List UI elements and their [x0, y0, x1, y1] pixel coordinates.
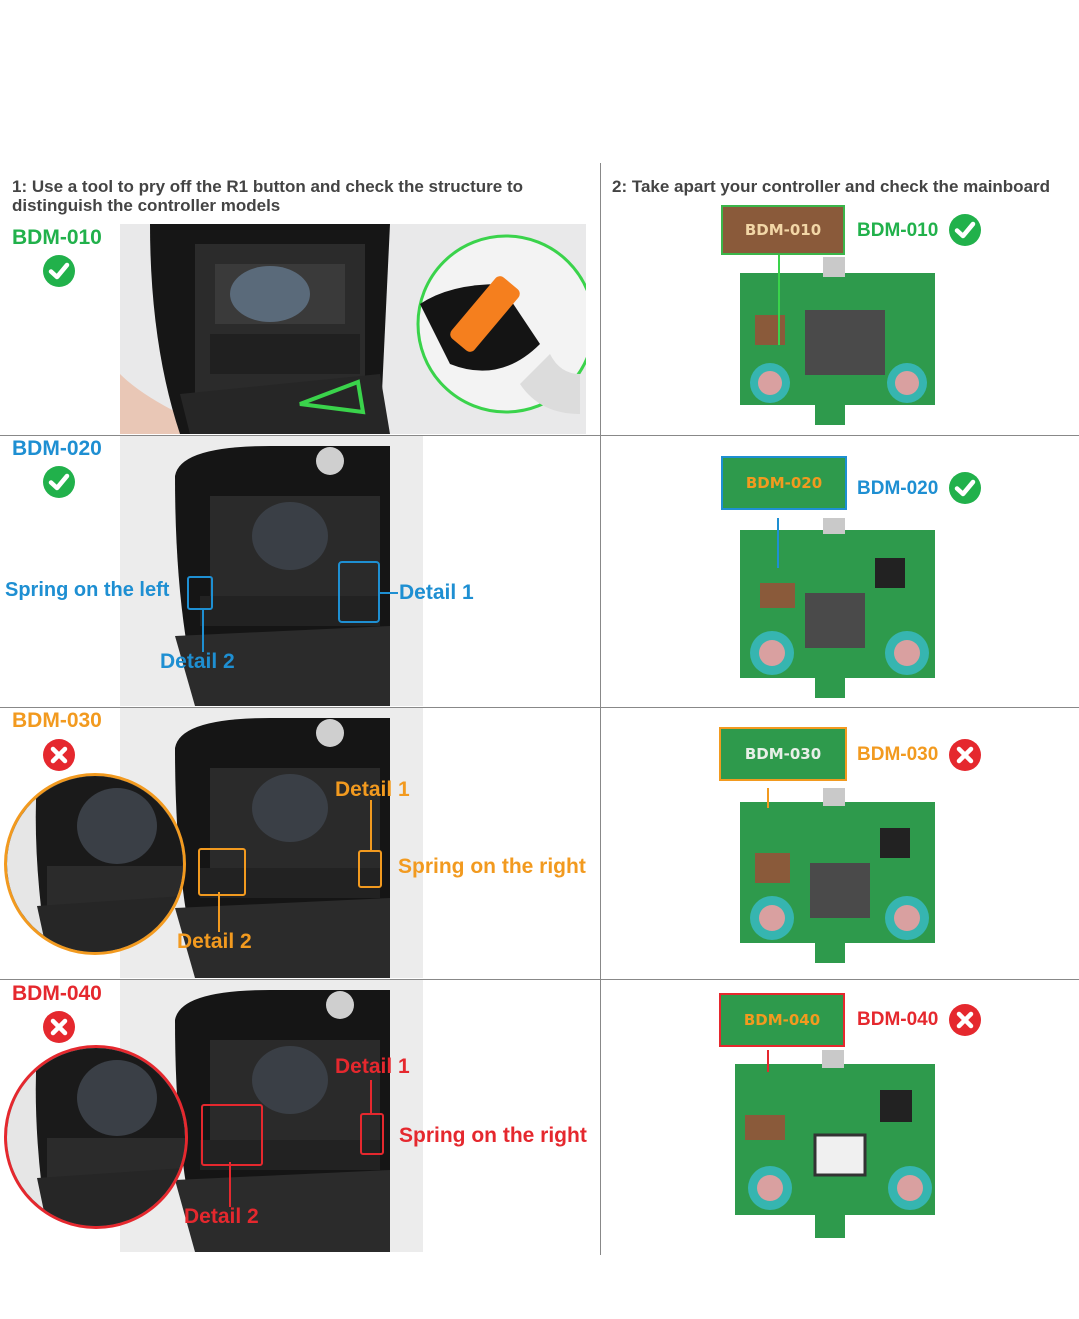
detail-2-highlight: [198, 848, 246, 896]
spring-right-callout: Spring on the right: [399, 1124, 587, 1147]
detail-1-connector: [378, 592, 398, 594]
spring-right-callout: Spring on the right: [398, 855, 586, 878]
mainboard-photo-bdm-030: [735, 788, 945, 968]
board-label-bdm-040: BDM-040: [857, 1009, 939, 1030]
mainboard-photo-bdm-010: [735, 255, 945, 430]
cross-icon: [42, 1010, 76, 1044]
r1-structure-photo-bdm-040: [120, 980, 423, 1252]
board-tag-bdm-020: BDM-020: [721, 456, 847, 510]
row-divider-2: [0, 707, 1079, 708]
zoom-inset-bdm-040: [4, 1045, 188, 1229]
detail-1-callout: Detail 1: [335, 1055, 410, 1078]
board-tag-bdm-040: BDM-040: [719, 993, 845, 1047]
detail-2-callout: Detail 2: [184, 1205, 259, 1228]
detail-2-connector: [202, 608, 204, 652]
spring-right-highlight: [358, 850, 382, 888]
r1-pry-photo: [120, 224, 586, 434]
spring-left-callout: Spring on the left: [5, 579, 170, 601]
detail-1-callout: Detail 1: [335, 778, 410, 801]
board-label-bdm-010: BDM-010: [857, 220, 939, 241]
detail-2-callout: Detail 2: [160, 650, 235, 673]
check-icon: [948, 213, 982, 247]
r1-structure-photo-bdm-020: [120, 436, 423, 706]
detail-2-connector: [229, 1162, 231, 1207]
cross-icon: [948, 738, 982, 772]
model-label-bdm-040: BDM-040: [12, 982, 102, 1005]
left-header-line2: distinguish the controller models: [12, 196, 281, 215]
mainboard-photo-bdm-020: [735, 518, 945, 703]
cross-icon: [948, 1003, 982, 1037]
detail-2-callout: Detail 2: [177, 930, 252, 953]
check-icon: [948, 471, 982, 505]
detail-2-connector: [218, 892, 220, 932]
detail-1-connector: [370, 1080, 372, 1114]
detail-2-highlight: [201, 1104, 263, 1166]
cross-icon: [42, 738, 76, 772]
column-divider: [600, 163, 601, 1255]
model-label-bdm-020: BDM-020: [12, 437, 102, 460]
left-header: 1: Use a tool to pry off the R1 button a…: [12, 177, 592, 215]
board-label-bdm-030: BDM-030: [857, 744, 939, 765]
board-label-bdm-020: BDM-020: [857, 478, 939, 499]
row-divider-1: [0, 435, 1079, 436]
detail-1-callout: Detail 1: [399, 581, 474, 604]
check-icon: [42, 254, 76, 288]
zoom-inset-bdm-030: [4, 773, 186, 955]
model-label-bdm-010: BDM-010: [12, 226, 102, 249]
board-tag-bdm-010: BDM-010: [721, 205, 845, 255]
right-header: 2: Take apart your controller and check …: [612, 177, 1051, 196]
check-icon: [42, 465, 76, 499]
detail-1-connector: [370, 800, 372, 850]
mainboard-photo-bdm-040: [730, 1050, 945, 1242]
row-divider-3: [0, 979, 1079, 980]
spring-left-highlight: [187, 576, 213, 610]
detail-1-highlight: [338, 561, 380, 623]
model-label-bdm-030: BDM-030: [12, 709, 102, 732]
board-tag-bdm-030: BDM-030: [719, 727, 847, 781]
spring-right-highlight: [360, 1113, 384, 1155]
left-header-line1: 1: Use a tool to pry off the R1 button a…: [12, 177, 523, 196]
